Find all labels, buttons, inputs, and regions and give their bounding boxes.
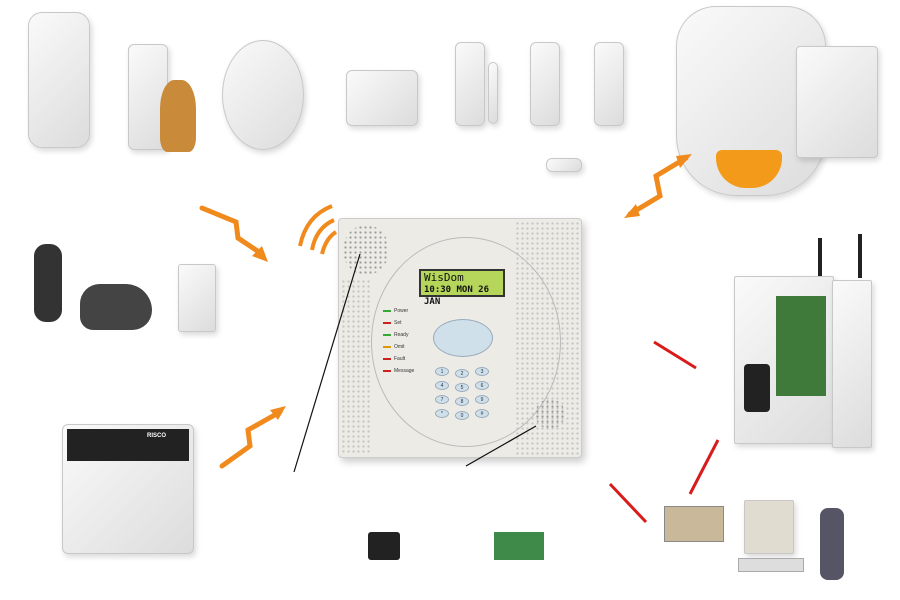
antenna-2: [858, 234, 862, 278]
smoke-detector: [222, 40, 304, 150]
key-2[interactable]: 2: [455, 369, 469, 378]
keyfob-remote: [80, 284, 152, 330]
door-contact-1: [455, 42, 485, 126]
key-4[interactable]: 4: [435, 381, 449, 390]
led-omit: Omit: [383, 344, 405, 350]
led-message: Message: [383, 368, 414, 374]
power-adapter: [744, 364, 770, 412]
gsm-circuit-board: [776, 296, 826, 396]
key-star[interactable]: *: [435, 409, 449, 418]
speaker-grill-bottom: [535, 399, 565, 429]
key-8[interactable]: 8: [455, 397, 469, 406]
wireless-arrow-keypad: [219, 409, 283, 469]
dog-image: [160, 80, 196, 152]
speaker-grill-left: [341, 279, 371, 455]
glass-break-detector: [346, 70, 418, 126]
key-6[interactable]: 6: [475, 381, 489, 390]
indoor-siren: [796, 46, 878, 158]
lcd-keypad: RISCO: [62, 424, 194, 554]
gsm-bidirectional-arrow: [653, 340, 697, 370]
key-1[interactable]: 1: [435, 367, 449, 376]
panic-button: [178, 264, 216, 332]
key-hash[interactable]: #: [475, 409, 489, 418]
door-contact-magnet: [488, 62, 498, 124]
shock-sensor: [546, 158, 582, 172]
expansion-board: [494, 532, 544, 560]
led-ready: Ready: [383, 332, 408, 338]
key-0[interactable]: 0: [455, 411, 469, 420]
key-3[interactable]: 3: [475, 367, 489, 376]
computer-keyboard: [738, 558, 804, 572]
key-7[interactable]: 7: [435, 395, 449, 404]
wisdom-control-panel: WisDom 10:30 MON 26 JAN Power Set Ready …: [338, 218, 582, 458]
pointer-line-speaker: [293, 253, 361, 473]
lcd-line-2: 10:30 MON 26 JAN: [424, 285, 490, 307]
key-5[interactable]: 5: [455, 383, 469, 392]
keypad-brand: RISCO: [147, 433, 167, 439]
wireless-arrow-detectors: [199, 205, 265, 257]
mobile-phone: [820, 508, 844, 580]
gsm-to-monitoring-arrow: [688, 439, 720, 495]
pir-detector-with-hood: [28, 12, 90, 148]
wireless-signal-icon: [298, 204, 338, 255]
door-contact-2: [530, 42, 560, 126]
panel-circle: [371, 237, 561, 447]
navigation-pad[interactable]: [433, 319, 493, 357]
antenna-1: [818, 238, 822, 282]
led-power: Power: [383, 308, 408, 314]
key-9[interactable]: 9: [475, 395, 489, 404]
monitoring-station-image: [664, 506, 724, 542]
lcd-display: WisDom 10:30 MON 26 JAN: [419, 269, 505, 307]
led-fault: Fault: [383, 356, 405, 362]
door-contact-3: [594, 42, 624, 126]
siren-bidirectional-arrow: [627, 155, 689, 217]
enclosure-lid: [832, 280, 872, 448]
pointer-line-bottom-speaker: [465, 425, 537, 467]
led-set: Set: [383, 320, 402, 326]
monitoring-bidirectional-arrow: [608, 482, 648, 524]
speaker-grill-top-left: [343, 225, 389, 275]
lcd-line-1: WisDom: [424, 271, 464, 284]
wireless-module: [368, 532, 400, 560]
proximity-tag: [34, 244, 62, 322]
computer-monitor: [744, 500, 794, 554]
